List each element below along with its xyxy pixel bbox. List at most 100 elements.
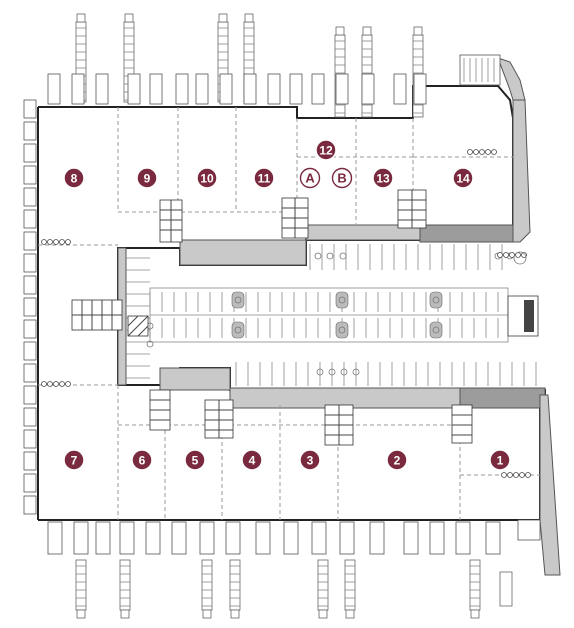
bollard xyxy=(503,252,509,258)
dock-door xyxy=(335,73,349,105)
unit-marker-3[interactable]: 3 xyxy=(299,449,321,471)
stair-core xyxy=(451,404,473,444)
landscape-island xyxy=(429,291,443,309)
truck-cab xyxy=(202,609,212,619)
sidewalk-south-dark xyxy=(459,387,546,409)
unit-marker-9[interactable]: 9 xyxy=(136,167,158,189)
bollard xyxy=(525,472,531,478)
bollard xyxy=(479,149,485,155)
dock-door xyxy=(71,73,85,105)
truck-cab xyxy=(362,26,372,36)
svg-text:14: 14 xyxy=(456,172,470,186)
tree-symbol xyxy=(432,326,440,334)
landscape-island xyxy=(231,291,245,309)
unit-marker-7[interactable]: 7 xyxy=(63,449,85,471)
bollard xyxy=(41,239,47,245)
svg-text:6: 6 xyxy=(139,454,146,468)
dock-door-west xyxy=(23,275,37,295)
unit-marker-10[interactable]: 10 xyxy=(196,167,218,189)
landscape-island xyxy=(335,291,349,309)
truck-cab xyxy=(318,609,328,619)
svg-text:A: A xyxy=(305,171,315,186)
bollard xyxy=(53,381,59,387)
bollard xyxy=(507,472,513,478)
dock-door xyxy=(225,521,241,555)
dock-door xyxy=(267,73,281,105)
unit-marker-11[interactable]: 11 xyxy=(253,167,275,189)
bollard xyxy=(497,252,503,258)
dock-door xyxy=(393,73,407,105)
bollard xyxy=(47,239,53,245)
tree-symbol xyxy=(234,326,242,334)
dock-door xyxy=(47,521,63,555)
unit-marker-8[interactable]: 8 xyxy=(63,167,85,189)
bollard xyxy=(485,149,491,155)
dock-door xyxy=(149,73,163,105)
dock-door-west xyxy=(23,231,37,251)
bollard xyxy=(53,239,59,245)
svg-text:5: 5 xyxy=(192,454,199,468)
dock-door xyxy=(95,73,109,105)
dock-door-west xyxy=(23,121,37,141)
unit-marker-12[interactable]: 12 xyxy=(315,139,337,161)
dock-door-west xyxy=(23,143,37,163)
tree-symbol xyxy=(338,326,346,334)
truck-cab xyxy=(230,609,240,619)
dock-door-west xyxy=(23,253,37,273)
unit-marker-13[interactable]: 13 xyxy=(372,167,394,189)
dock-door xyxy=(171,521,187,555)
bollard xyxy=(47,381,53,387)
sidewalk-north-dark xyxy=(419,224,514,243)
accessible-stall-symbol xyxy=(340,368,348,376)
dock-door xyxy=(283,521,299,555)
unit-marker-1[interactable]: 1 xyxy=(489,449,511,471)
dock-door-west xyxy=(23,407,37,427)
dock-door xyxy=(289,73,303,105)
stair-cores xyxy=(71,189,473,446)
stair-core xyxy=(281,197,309,239)
north-building-floor xyxy=(38,107,513,245)
dock-door-west xyxy=(23,473,37,493)
bollard xyxy=(467,149,473,155)
dock-door-west xyxy=(23,99,37,119)
dock-door xyxy=(369,521,385,555)
svg-text:7: 7 xyxy=(71,454,78,468)
dock-door xyxy=(119,521,135,555)
landscape-island xyxy=(231,321,245,339)
truck-cab xyxy=(120,609,130,619)
unit-marker-4[interactable]: 4 xyxy=(241,449,263,471)
east-sidewalk xyxy=(512,99,531,243)
dock-door-west xyxy=(23,187,37,207)
unit-marker-2[interactable]: 2 xyxy=(386,449,408,471)
truck-cab xyxy=(124,13,134,23)
bollard xyxy=(65,239,71,245)
accessible-stall-symbol xyxy=(326,252,334,260)
truck-cab xyxy=(335,26,345,36)
accessible-stall-symbol xyxy=(352,368,360,376)
truck-south xyxy=(469,559,481,611)
truck-cab xyxy=(345,609,355,619)
unit-marker-5[interactable]: 5 xyxy=(184,449,206,471)
dock-door xyxy=(219,73,233,105)
dock-door xyxy=(311,73,325,105)
dock-door xyxy=(243,73,257,105)
bollard xyxy=(521,252,527,258)
unit-marker-B[interactable]: B xyxy=(331,167,353,189)
tree-symbol xyxy=(432,296,440,304)
unit-marker-14[interactable]: 14 xyxy=(452,167,474,189)
svg-text:9: 9 xyxy=(144,172,151,186)
dock-door xyxy=(403,521,419,555)
truck-cab xyxy=(413,26,423,36)
dock-door-west xyxy=(23,165,37,185)
dock-door xyxy=(339,521,355,555)
unit-marker-A[interactable]: A xyxy=(299,167,321,189)
bollard xyxy=(59,239,65,245)
svg-text:3: 3 xyxy=(307,454,314,468)
ramps xyxy=(127,295,539,337)
svg-text:4: 4 xyxy=(249,454,256,468)
bollard xyxy=(501,472,507,478)
unit-marker-6[interactable]: 6 xyxy=(131,449,153,471)
bollard xyxy=(519,472,525,478)
dock-door xyxy=(47,73,61,105)
dock-door-west xyxy=(23,341,37,361)
